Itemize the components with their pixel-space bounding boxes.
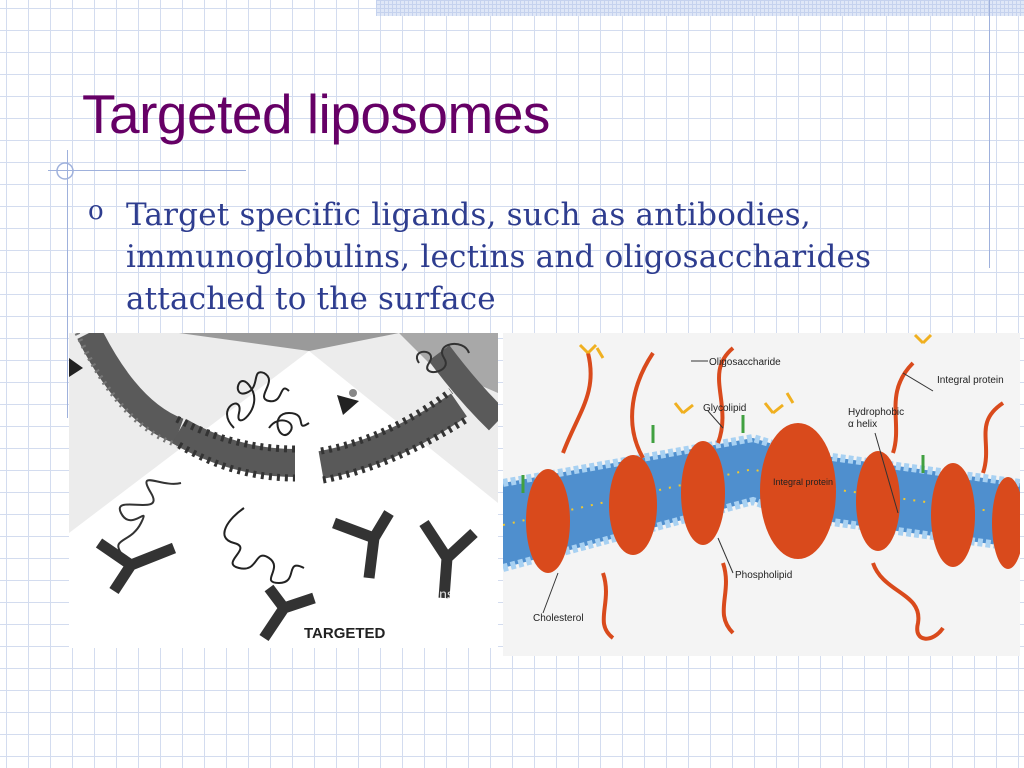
integral-protein xyxy=(526,423,1020,573)
bilayer-arc xyxy=(171,418,296,477)
polymer-chain xyxy=(223,507,305,585)
slide-title: Targeted liposomes xyxy=(82,83,550,145)
label-oligosaccharide: Oligosaccharide xyxy=(709,357,781,368)
targeted-label: TARGETED xyxy=(304,625,386,642)
bullet-text: Target specific ligands, such as antibod… xyxy=(126,197,872,317)
antibodies-overlay-text: Antibodies, proteins xyxy=(331,586,454,602)
label-glycolipid: Glycolipid xyxy=(703,403,746,414)
label-integral-protein: Integral protein xyxy=(937,375,1004,386)
label-phospholipid: Phospholipid xyxy=(735,570,792,581)
decorative-vertical-line xyxy=(67,150,68,418)
ligand-marker xyxy=(337,395,359,415)
top-decorative-band xyxy=(376,0,1024,16)
decorative-vertical-line xyxy=(989,0,990,268)
targeted-liposome-figure: TARGETED Antibodies, proteins xyxy=(69,333,498,648)
ligand-marker xyxy=(69,358,83,377)
crosshair-ornament-icon xyxy=(56,162,74,180)
polymer-chain xyxy=(268,411,310,436)
polymer-chain xyxy=(226,371,290,429)
label-alpha-helix: α helix xyxy=(848,419,877,430)
bullet-marker: o xyxy=(88,196,104,226)
label-integral-protein-inner: Integral protein xyxy=(773,477,833,487)
label-cholesterol: Cholesterol xyxy=(533,613,584,624)
bilayer-arc xyxy=(77,333,184,444)
antibody-shape xyxy=(95,510,478,642)
membrane-diagram: Oligosaccharide Glycolipid Hydrophobic α… xyxy=(503,333,1020,656)
polymer-chain xyxy=(117,479,182,554)
bilayer-arc xyxy=(318,393,467,479)
polymer-chain xyxy=(416,342,470,374)
title-underline xyxy=(48,170,246,171)
label-hydrophobic: Hydrophobic xyxy=(848,407,904,418)
